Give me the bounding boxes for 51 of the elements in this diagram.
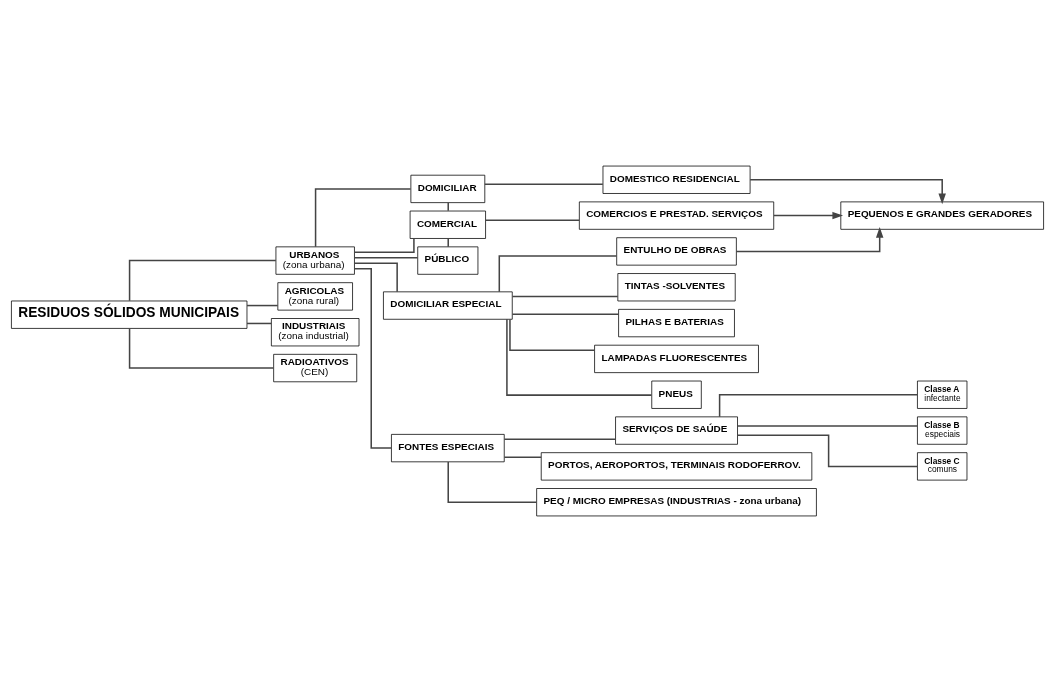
node-box: Classe A infectante [917, 380, 968, 409]
node-box: COMERCIAL [409, 210, 486, 239]
connector [511, 295, 619, 298]
connector [718, 394, 919, 418]
connector [737, 425, 918, 427]
node-box: FONTES ESPECIAIS [391, 434, 505, 463]
node-box: PEQ / MICRO EMPRESAS (INDUSTRIAS - zona urbana) [536, 488, 817, 517]
node-box: PORTOS, AEROPORTOS, TERMINAIS RODOFERROV. [540, 452, 813, 481]
node-box: AGRICOLAS (zona rural) [277, 282, 353, 311]
connector [484, 183, 604, 186]
connector [447, 201, 449, 212]
arrow [749, 179, 946, 205]
connector [128, 259, 277, 302]
node-box: PNEUS [651, 380, 702, 409]
node-box: INDUSTRIAIS (zona industrial) [271, 318, 360, 347]
connector [484, 219, 580, 221]
node-box: PEQUENOS E GRANDES GERADORES [840, 201, 1044, 230]
node-box: DOMESTICO RESIDENCIAL [602, 165, 751, 194]
node-box: DOMICILIAR ESPECIAL [383, 291, 513, 320]
connector [506, 318, 653, 396]
node-box: DOMICILIAR [410, 174, 486, 203]
connector [353, 237, 415, 254]
node-box: RADIOATIVOS (CEN) [273, 353, 358, 383]
node-box: Classe B especiais [917, 416, 968, 445]
node-box: SERVIÇOS DE SAÚDE [615, 416, 738, 445]
connector [509, 318, 596, 351]
connector [353, 268, 393, 449]
connector [314, 188, 412, 248]
node-box: TINTAS -SOLVENTES [617, 273, 736, 302]
connector [246, 322, 273, 325]
arrow [735, 227, 884, 253]
node-box: COMERCIOS E PRESTAD. SERVIÇOS [578, 201, 775, 230]
connector [447, 237, 449, 248]
node-box: PILHAS E BATERIAS [618, 309, 735, 338]
connector [353, 262, 398, 293]
connector [503, 456, 542, 458]
connector [353, 257, 419, 259]
node-box: PÚBLICO [417, 246, 479, 275]
connector [498, 255, 618, 293]
node-box: RESIDUOS SÓLIDOS MUNICIPAIS [11, 300, 248, 329]
connector [736, 434, 919, 468]
connector [447, 461, 538, 503]
node-box: URBANOS (zona urbana) [275, 246, 355, 275]
connector [503, 438, 617, 441]
arrow [773, 211, 844, 220]
node-box: ENTULHO DE OBRAS [616, 237, 737, 266]
connector [246, 304, 279, 307]
connector [511, 313, 620, 316]
node-box: Classe C comuns [917, 452, 968, 481]
connector [128, 327, 275, 369]
node-box: LAMPADAS FLUORESCENTES [594, 344, 759, 373]
